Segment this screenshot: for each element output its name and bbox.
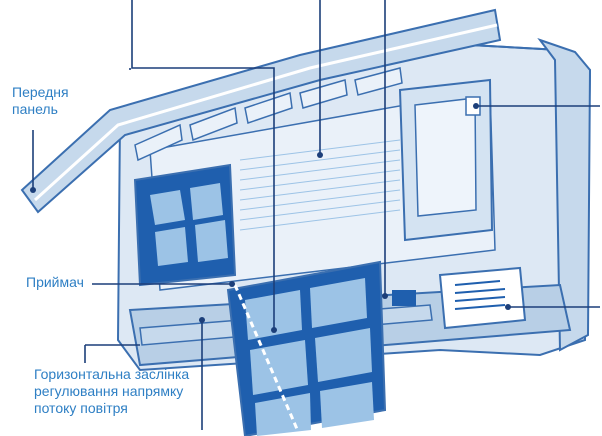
receiver-label: Приймач: [26, 274, 84, 291]
front-panel-label-line1: Передня: [12, 84, 69, 101]
removed-air-filter: [228, 262, 385, 436]
horizontal-flap-label: Горизонтальна заслінка регулювання напря…: [34, 366, 189, 417]
front-panel-label-line2: панель: [12, 101, 69, 118]
flap-label-line2: регулювання напрямку: [34, 383, 189, 400]
left-air-filter: [135, 165, 235, 285]
flap-label-line3: потоку повітря: [34, 400, 189, 417]
front-panel-label: Передня панель: [12, 84, 69, 118]
flap-label-line1: Горизонтальна заслінка: [34, 366, 189, 383]
